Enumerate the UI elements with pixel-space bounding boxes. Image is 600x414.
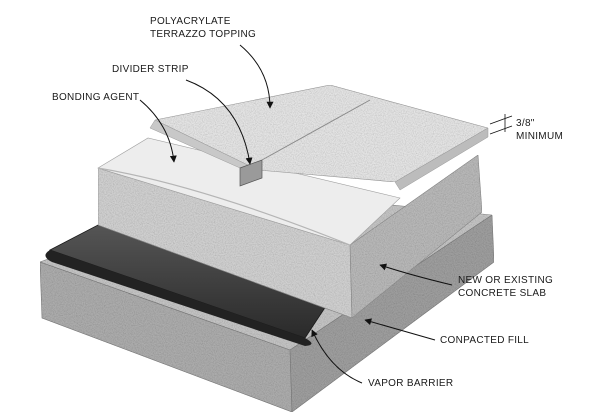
- bonding-agent-edge: [97, 167, 351, 246]
- labels: POLYACRYLATE TERRAZZO TOPPING DIVIDER ST…: [52, 16, 563, 389]
- bonding-agent-surface: [97, 137, 401, 246]
- fill-side-face: [289, 214, 495, 413]
- leader-divider-strip: [185, 79, 253, 165]
- terrazzo-topping-layer: [149, 84, 489, 191]
- topping-label-line2: TERRAZZO TOPPING: [150, 29, 256, 40]
- thickness-value-label: 3/8": [516, 118, 535, 129]
- bonding-agent-label: BONDING AGENT: [52, 92, 139, 103]
- leader-vapor-barrier: [311, 329, 363, 384]
- dimension-tick-bottom: [489, 125, 513, 135]
- leader-compacted-fill: [364, 318, 436, 341]
- divider-strip-seam: [261, 99, 371, 161]
- leader-lines: [139, 44, 453, 384]
- vapor-barrier-label: VAPOR BARRIER: [368, 378, 453, 389]
- thickness-dimension: [489, 114, 513, 135]
- dimension-tick-top: [489, 115, 513, 125]
- vapor-barrier-curl: [45, 250, 312, 346]
- compacted-fill-label: CONPACTED FILL: [440, 335, 529, 346]
- topping-label-line1: POLYACRYLATE: [150, 16, 231, 27]
- divider-strip: [239, 99, 371, 187]
- concrete-slab-label-line1: NEW OR EXISTING: [458, 275, 553, 286]
- thickness-note-label: MINIMUM: [516, 131, 563, 142]
- leader-bonding-agent: [139, 99, 177, 163]
- slab-side-face: [349, 154, 483, 319]
- leader-topping: [239, 44, 274, 109]
- concrete-slab-label-line2: CONCRETE SLAB: [458, 288, 546, 299]
- bonding-agent-layer: [97, 137, 401, 246]
- topping-side-edge: [394, 127, 489, 191]
- divider-strip-face: [239, 159, 263, 187]
- divider-strip-label: DIVIDER STRIP: [112, 64, 189, 75]
- leader-concrete-slab: [379, 263, 453, 286]
